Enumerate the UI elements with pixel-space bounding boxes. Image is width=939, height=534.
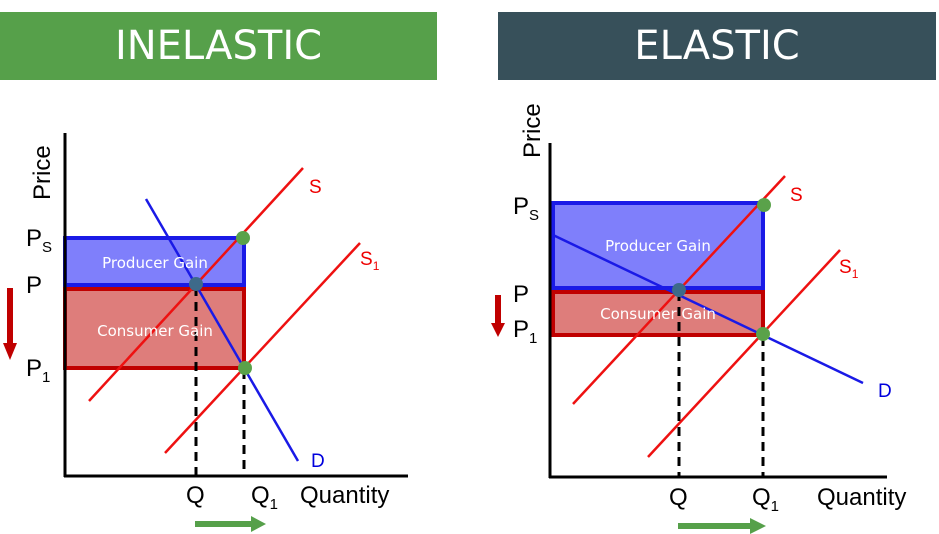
- price-axis-label: Price: [29, 145, 56, 200]
- equilibrium-dot-p: [189, 277, 203, 291]
- producer-gain-area: [63, 236, 246, 287]
- quantity-axis-label: Quantity: [300, 482, 389, 509]
- s1-curve-label: S1: [360, 249, 380, 273]
- p-label: P: [26, 272, 42, 299]
- equilibrium-dot-p: [672, 283, 686, 297]
- consumer-gain-label: Consumer Gain: [97, 322, 213, 340]
- consumer-gain-label: Consumer Gain: [600, 305, 716, 323]
- supply-curve-s1: [647, 249, 841, 458]
- inelastic-diagram: Producer Gain Consumer Gain Price Quanti…: [3, 133, 408, 532]
- p1-label: P1: [26, 355, 50, 386]
- q-label: Q: [186, 482, 205, 509]
- producer-gain-label: Producer Gain: [102, 254, 208, 272]
- s-curve-label: S: [790, 185, 803, 206]
- producer-gain-area: [551, 201, 765, 290]
- equilibrium-dot-p1: [756, 327, 770, 341]
- d-curve-label: D: [311, 451, 325, 472]
- price-down-arrow-icon: [3, 288, 17, 360]
- q1-label: Q1: [752, 484, 779, 515]
- elastic-title: ELASTIC: [634, 23, 800, 69]
- price-down-arrow-icon: [491, 295, 505, 337]
- p1-label: P1: [513, 316, 537, 347]
- supply-curve-s1: [164, 242, 361, 454]
- price-axis-label: Price: [519, 103, 546, 158]
- elastic-diagram: Producer Gain Consumer Gain Price Quanti…: [491, 103, 906, 534]
- equilibrium-dot-p1: [238, 361, 252, 375]
- q1-label: Q1: [251, 482, 278, 513]
- s1-curve-label: S1: [839, 257, 859, 281]
- d-curve-label: D: [878, 381, 892, 402]
- p-label: P: [513, 281, 529, 308]
- q-label: Q: [669, 484, 688, 511]
- quantity-right-arrow-icon: [195, 516, 266, 532]
- producer-gain-label: Producer Gain: [605, 237, 711, 255]
- s-curve-label: S: [309, 177, 322, 198]
- ps-label: PS: [513, 193, 539, 224]
- ps-label: PS: [26, 225, 52, 256]
- demand-curve: [144, 198, 300, 462]
- quantity-right-arrow-icon: [678, 518, 766, 534]
- elastic-header: ELASTIC: [498, 12, 936, 80]
- equilibrium-dot-ps: [757, 198, 771, 212]
- equilibrium-dot-ps: [236, 231, 250, 245]
- quantity-axis-label: Quantity: [817, 484, 906, 511]
- inelastic-header: INELASTIC: [0, 12, 437, 80]
- demand-curve: [552, 233, 864, 385]
- inelastic-title: INELASTIC: [114, 23, 323, 69]
